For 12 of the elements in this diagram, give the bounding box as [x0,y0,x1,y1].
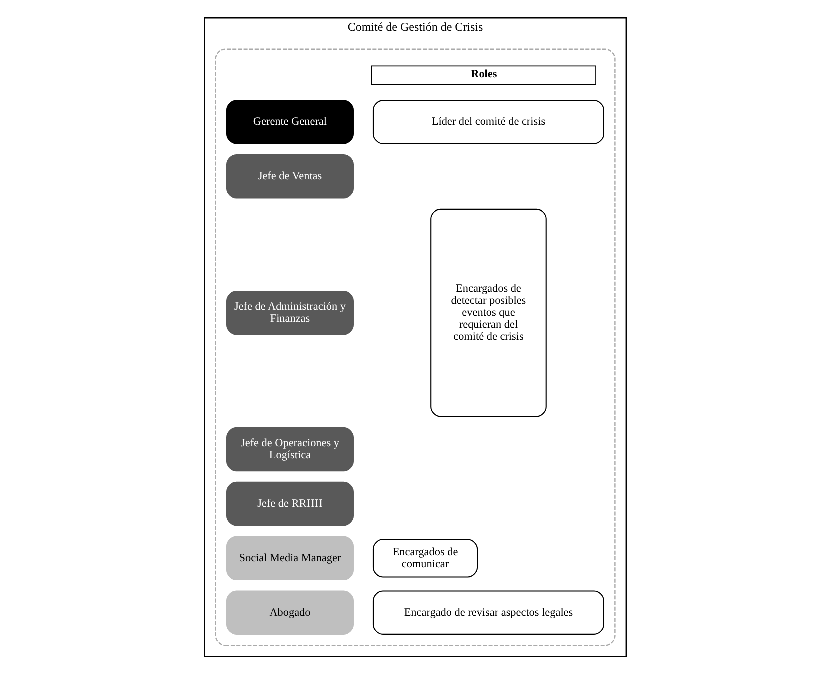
node-box: Jefe de Administración y Finanzas [226,290,354,336]
node-box: Jefe de RRHH [226,482,354,526]
label: Roles [470,68,497,81]
node-box: Encargados de detectar posibles eventos que requieran del comité de crisis [430,208,546,418]
node-box: Encargado de revisar aspectos legales [372,590,604,635]
node-box: Jefe de Ventas [226,154,354,199]
node-box: Líder del comité de crisis [372,100,604,144]
node-box: Social Media Manager [226,536,354,581]
node-box: Jefe de Operaciones y Logística [226,427,354,472]
node-box: Gerente General [226,100,354,144]
node-box: Encargados de comunicar [372,539,478,578]
node-box: Abogado [226,590,354,635]
